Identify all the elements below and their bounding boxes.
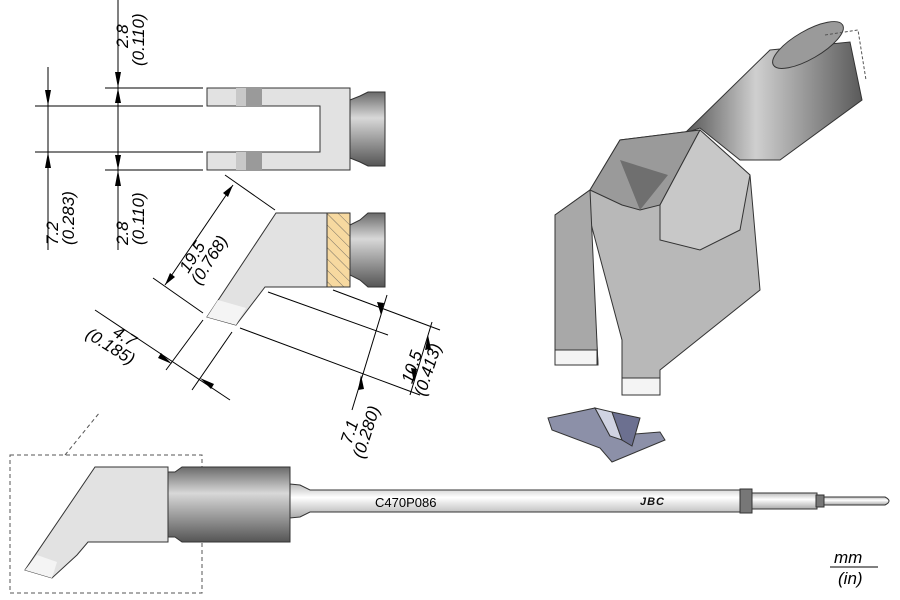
dim-top-prong-in: (0.110) xyxy=(129,13,148,66)
dim-total-width-in: (0.283) xyxy=(59,191,78,245)
side-view xyxy=(94,174,441,411)
brand-logo: JBC xyxy=(640,496,665,508)
dim-bottom-prong-in: (0.110) xyxy=(129,192,148,245)
tip-3d-view xyxy=(547,21,867,463)
top-view xyxy=(35,0,386,250)
dim-total-width-mm: 7.2 xyxy=(43,221,62,245)
dim-top-prong-mm: 2.8 xyxy=(113,24,132,49)
unit-primary: mm xyxy=(834,548,862,567)
cartridge-model: C470P086 xyxy=(375,495,436,510)
units-legend: mm (in) xyxy=(830,548,878,588)
dim-bottom-prong-mm: 2.8 xyxy=(113,221,132,246)
unit-secondary: (in) xyxy=(838,569,863,588)
cartridge-view: C470P086 JBC xyxy=(9,411,890,594)
